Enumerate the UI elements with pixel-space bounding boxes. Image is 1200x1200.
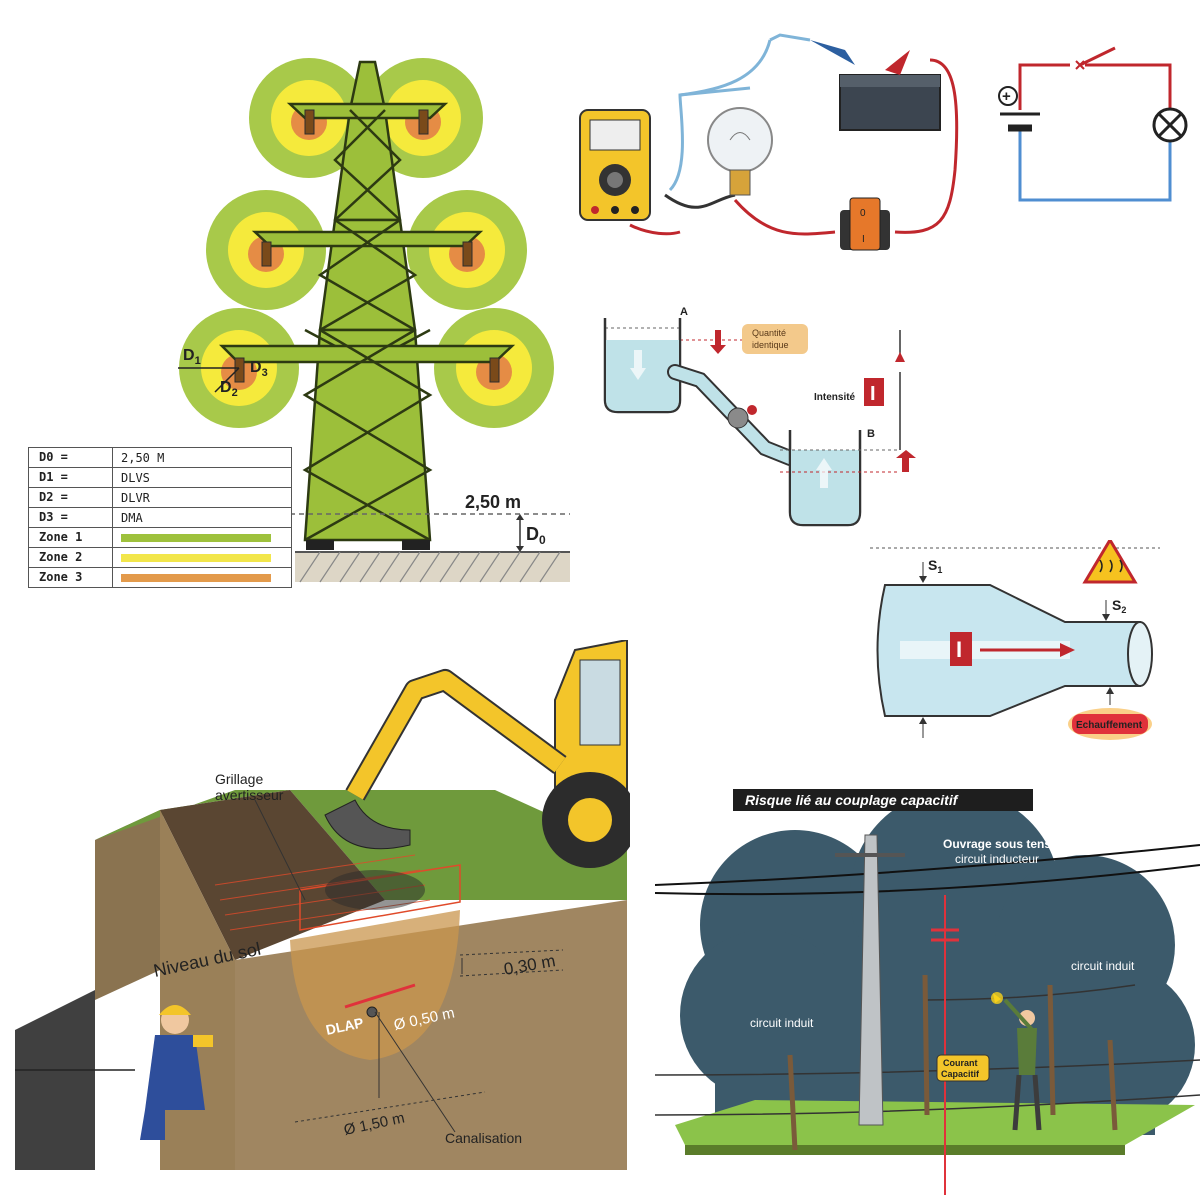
- utility-pole-icon: [835, 834, 905, 1126]
- legend-key: D2 =: [29, 488, 113, 507]
- d3-label: D3: [250, 359, 268, 379]
- svg-text:I: I: [862, 234, 865, 245]
- spark-icon: [991, 992, 1003, 1004]
- legend-swatch: [121, 573, 271, 582]
- d2-label: D2: [220, 379, 238, 399]
- quantity-badge: [742, 324, 808, 354]
- valve-icon: [727, 405, 757, 429]
- battery-icon: [810, 40, 941, 131]
- intensity-box: [950, 632, 972, 666]
- height-label: 2,50 m: [465, 492, 521, 512]
- legend-key: D0 =: [29, 448, 113, 467]
- legend-key: Zone 2: [29, 548, 113, 567]
- pylon-tower: [218, 60, 516, 542]
- current-badge: [936, 1054, 990, 1082]
- s1-label: S1: [928, 557, 942, 575]
- dlap-label: DLAP: [324, 1014, 365, 1038]
- svg-text:I: I: [956, 637, 962, 662]
- grid-label: Grillage: [215, 771, 263, 787]
- intensity-label: Intensité: [814, 392, 856, 403]
- light-bulb-icon: [707, 107, 773, 196]
- d1-label: D1: [183, 347, 201, 367]
- legend-row: Zone 3: [29, 568, 291, 587]
- legend-value: 2,50 M: [121, 450, 165, 465]
- legend-row: D2 = DLVR: [29, 488, 291, 508]
- switch-icon: 0 I: [840, 197, 890, 251]
- legend-swatch: [121, 553, 271, 562]
- title-banner: Risque lié au couplage capacitif: [745, 792, 959, 808]
- person-icon: [1003, 998, 1042, 1131]
- legend-key: Zone 1: [29, 528, 113, 547]
- circuit-schematic: +: [998, 46, 1188, 202]
- legend-row: D0 = 2,50 M: [29, 448, 291, 468]
- pylon-diagram: 2,50 m D0 D1 D2 D3: [178, 58, 570, 583]
- legend-row: Zone 1: [29, 528, 291, 548]
- induced-label-right: circuit induit: [1071, 959, 1135, 973]
- inductor-label-1: Ouvrage sous tension: [943, 837, 1069, 851]
- legend-row: D1 = DLVS: [29, 468, 291, 488]
- s2-label: S2: [1112, 597, 1126, 615]
- tank-a-label: A: [680, 306, 688, 318]
- legend-swatch: [121, 533, 271, 542]
- svg-text:Courant: Courant: [943, 1058, 978, 1068]
- legend-row: D3 = DMA: [29, 508, 291, 528]
- worker-icon: [140, 1005, 213, 1140]
- legend-row: Zone 2: [29, 548, 291, 568]
- legend-key: Zone 3: [29, 568, 113, 587]
- legend-value: DMA: [121, 510, 143, 525]
- inductor-label-2: circuit inducteur: [955, 852, 1039, 866]
- plus-label: +: [1002, 88, 1011, 105]
- svg-text:avertisseur: avertisseur: [215, 787, 284, 803]
- heating-label: Echauffement: [1076, 720, 1143, 731]
- svg-text:Capacitif: Capacitif: [941, 1069, 980, 1079]
- capacitive-coupling-diagram: Risque lié au couplage capacitif Ouvrage…: [655, 789, 1200, 1195]
- d0-label: D0: [526, 524, 546, 547]
- switch-symbol-icon: [1070, 46, 1116, 70]
- induced-label-left: circuit induit: [750, 1016, 814, 1030]
- up-arrow-icon: [896, 450, 916, 472]
- hot-surface-warning-icon: [1082, 540, 1138, 584]
- legend-value: DLVS: [121, 470, 150, 485]
- svg-text:I: I: [870, 383, 876, 405]
- svg-text:identique: identique: [752, 340, 789, 350]
- intensity-box: [864, 378, 884, 406]
- water-analogy-diagram: A B Quantité identique Intensité I: [603, 306, 916, 527]
- trench-excavation-diagram: Grillage avertisseur Niveau du sol 0,30 …: [15, 640, 630, 1170]
- legend-value: DLVR: [121, 490, 150, 505]
- down-arrow-icon: [710, 330, 726, 354]
- ground-hatching: [295, 551, 570, 583]
- legend-key: D3 =: [29, 508, 113, 527]
- excavator-icon: [324, 640, 630, 910]
- plus-icon: [998, 86, 1018, 106]
- insulators: [234, 109, 500, 383]
- legend-key: D1 =: [29, 468, 113, 487]
- circuit-illustration: 0 I: [579, 33, 959, 251]
- tank-b-label: B: [867, 428, 875, 440]
- svg-text:Quantité: Quantité: [752, 328, 786, 338]
- multimeter-icon: [579, 109, 651, 221]
- svg-text:0: 0: [860, 208, 866, 219]
- pipe-label: Canalisation: [445, 1130, 522, 1146]
- pipe-section-diagram: I S1 S2 Echauffement: [870, 540, 1160, 740]
